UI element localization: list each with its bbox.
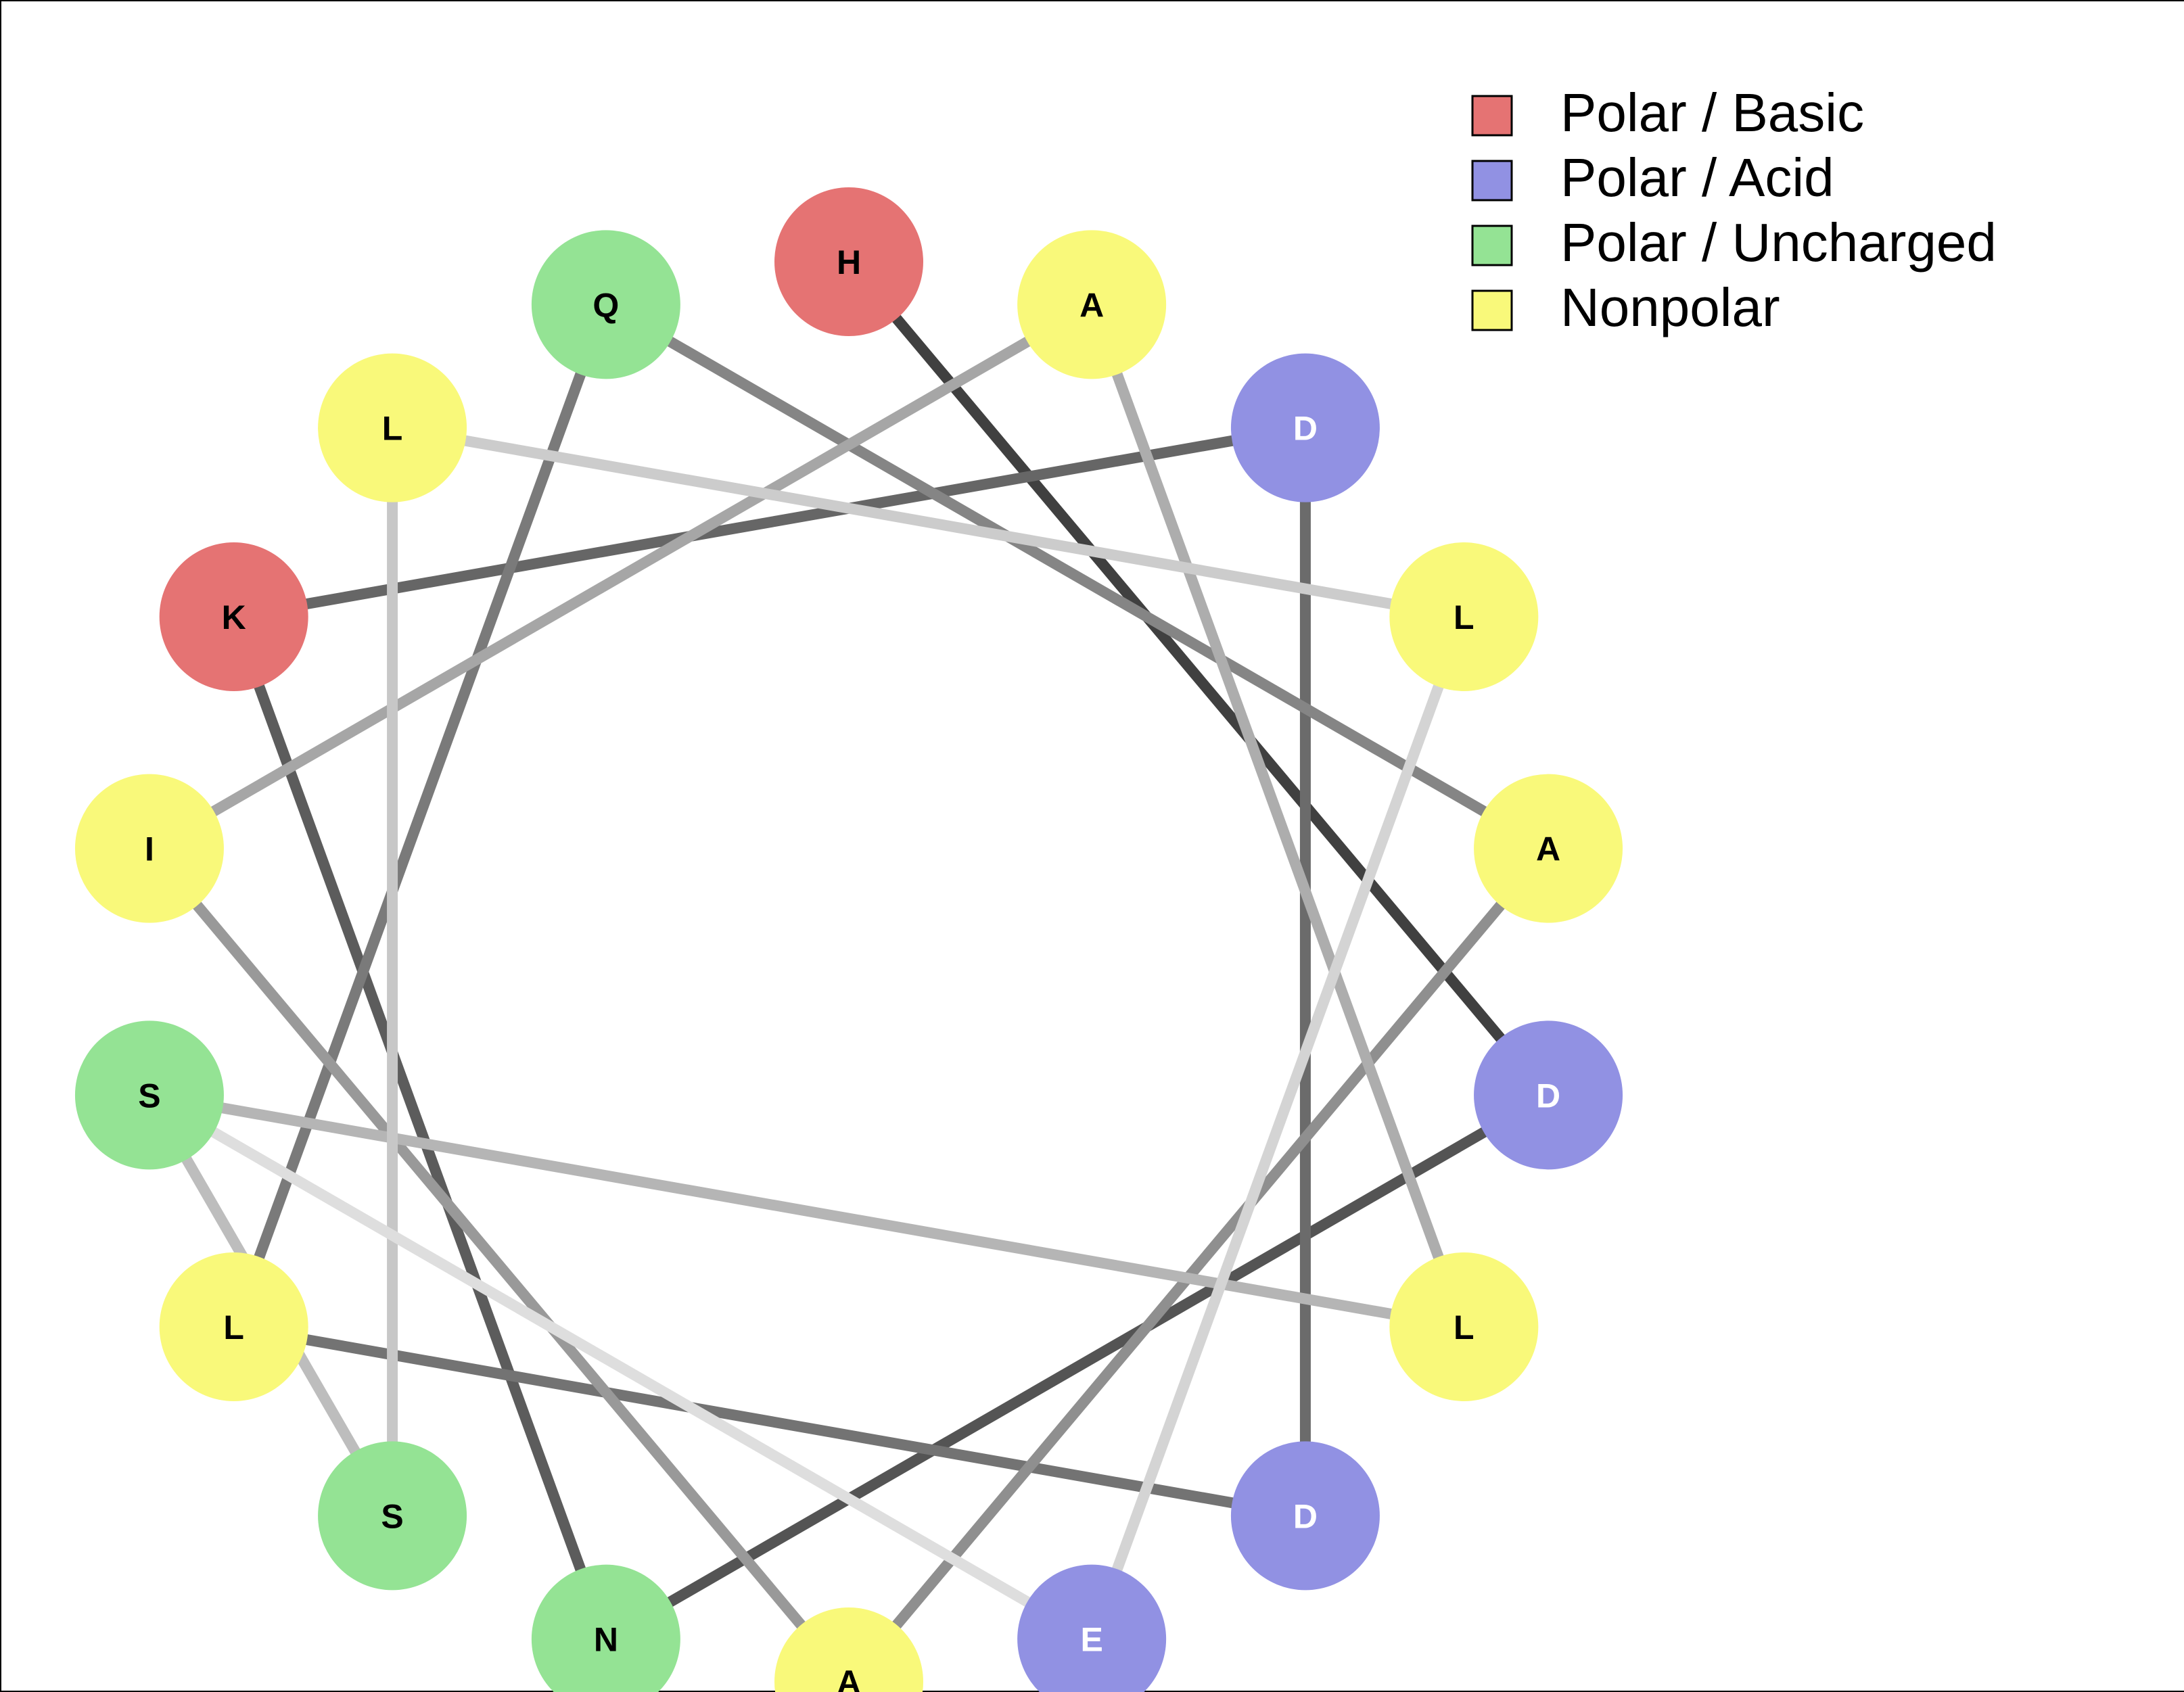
legend-swatch-uncharged <box>1471 225 1513 266</box>
residue-circle <box>1474 1020 1623 1170</box>
residue-letter: E <box>1080 1621 1102 1659</box>
residue-6: D <box>1474 1020 1623 1170</box>
connection-line-10 <box>145 845 854 1686</box>
residue-letter: L <box>1454 598 1474 636</box>
residue-12: S <box>318 1441 467 1591</box>
residue-letter: L <box>1454 1309 1474 1346</box>
connection-line-9 <box>844 845 1553 1686</box>
connection-line-11 <box>146 300 1095 853</box>
residue-circle <box>159 542 308 691</box>
residue-circle <box>531 230 680 379</box>
residue-circle <box>1017 230 1167 379</box>
connection-line-1 <box>844 258 1553 1099</box>
legend-label-nonpolar: Nonpolar <box>1560 277 1780 337</box>
connection-line-7 <box>229 302 611 1329</box>
legend-swatch-basic <box>1471 95 1513 137</box>
residue-circle <box>159 1252 308 1401</box>
residue-letter: I <box>145 830 154 868</box>
residue-circle <box>531 1564 680 1692</box>
residue-14: S <box>74 1020 224 1170</box>
residue-letter: D <box>1293 1497 1318 1535</box>
residue-7: L <box>1389 1252 1539 1401</box>
residue-letter: S <box>138 1077 160 1114</box>
connection-line-18 <box>146 1090 1095 1644</box>
residues-layer: H A D L A D L D E A N S L S I K L Q <box>74 187 1623 1692</box>
residue-17: L <box>318 353 467 502</box>
legend-label-basic: Polar / Basic <box>1560 83 1864 143</box>
residue-5: A <box>1474 774 1623 923</box>
connection-line-17 <box>1086 615 1469 1641</box>
residue-3: D <box>1230 353 1380 502</box>
residue-circle <box>74 774 224 923</box>
residue-8: D <box>1230 1441 1380 1591</box>
residue-letter: L <box>382 410 403 448</box>
connection-line-16 <box>391 422 1465 622</box>
residue-letter: A <box>1536 830 1560 868</box>
residue-letter: S <box>381 1497 403 1535</box>
connection-line-2 <box>603 1090 1552 1644</box>
residue-letter: K <box>222 598 246 636</box>
residue-circle <box>1389 542 1539 691</box>
residue-13: L <box>159 1252 308 1401</box>
residue-circle <box>1389 1252 1539 1401</box>
residue-circle <box>318 353 467 502</box>
residue-1: H <box>774 187 923 336</box>
residue-circle <box>318 1441 467 1591</box>
residue-circle <box>1017 1564 1167 1692</box>
residue-letter: Q <box>593 286 619 324</box>
residue-16: K <box>159 542 308 691</box>
residue-circle <box>1474 774 1623 923</box>
connection-line-3 <box>229 615 611 1641</box>
legend-label-acid: Polar / Acid <box>1560 147 1834 208</box>
residue-letter: A <box>1079 286 1104 324</box>
connection-line-13 <box>148 1089 1465 1332</box>
residue-circle <box>1230 353 1380 502</box>
residue-circle <box>774 1607 923 1692</box>
residue-4: L <box>1389 542 1539 691</box>
residue-circle <box>74 1020 224 1170</box>
residue-9: E <box>1017 1564 1167 1692</box>
connection-line-4 <box>233 422 1307 622</box>
residue-11: N <box>531 1564 680 1692</box>
connection-line-6 <box>233 1321 1307 1522</box>
connection-line-12 <box>1086 302 1469 1329</box>
connection-line-8 <box>603 300 1552 853</box>
legend-label-uncharged: Polar / Uncharged <box>1560 212 1997 273</box>
residue-circle <box>774 187 923 336</box>
residue-letter: L <box>223 1309 244 1346</box>
residue-letter: N <box>594 1621 618 1659</box>
residue-10: A <box>774 1607 923 1692</box>
residue-letter: D <box>1536 1077 1560 1114</box>
legend-swatch-nonpolar <box>1471 289 1513 331</box>
residue-15: I <box>74 774 224 923</box>
residue-18: Q <box>531 230 680 379</box>
residue-letter: H <box>837 243 861 281</box>
residue-letter: A <box>837 1664 861 1692</box>
residue-letter: D <box>1293 410 1318 448</box>
residue-2: A <box>1017 230 1167 379</box>
residue-circle <box>1230 1441 1380 1591</box>
legend-swatch-acid <box>1471 160 1513 202</box>
